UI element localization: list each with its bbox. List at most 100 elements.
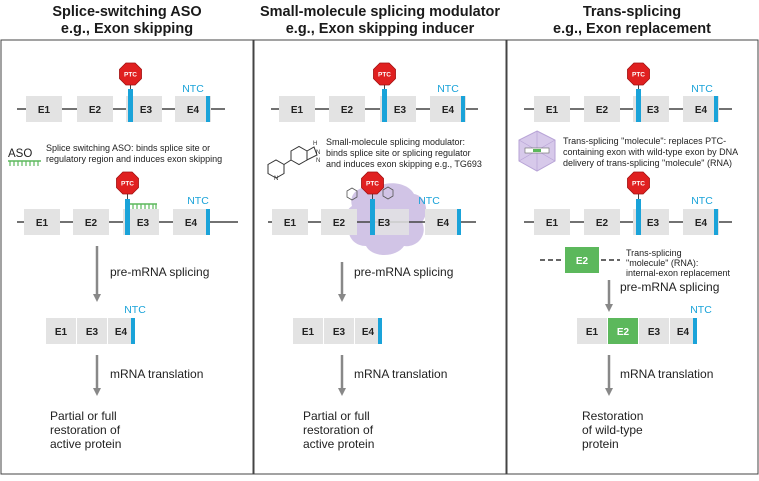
panel1-gene-top: E1 E2 E3 E4 PTC NTC	[17, 62, 225, 122]
exon-e3-label: E3	[647, 218, 660, 229]
svg-text:N: N	[274, 176, 278, 182]
small-molecule-structure-icon: N H N N	[267, 141, 320, 182]
exon-e1	[293, 318, 323, 344]
exon-e4-label: E4	[442, 105, 455, 116]
exon-e2-label: E2	[341, 105, 354, 116]
aso-label: ASO	[8, 148, 32, 160]
panel2-mrna: E1 E3 E4	[293, 318, 382, 344]
panel1-mrna: E1 E3 E4 NTC	[46, 304, 146, 344]
exon-e1	[24, 209, 60, 235]
exon-e1	[26, 96, 62, 122]
exon-e3-label: E3	[86, 327, 99, 338]
ntc-label: NTC	[418, 195, 440, 207]
svg-text:N: N	[316, 158, 320, 164]
exon-e2-label: E2	[85, 218, 98, 229]
svg-text:N: N	[316, 150, 320, 156]
trans-splicing-desc-line2: containing exon with wild-type exon by D…	[563, 147, 738, 157]
exon-e2	[584, 96, 620, 122]
ntc-label: NTC	[182, 83, 204, 95]
outcome-line1: Partial or full	[50, 409, 117, 423]
panel1-title: Splice-switching ASO	[52, 4, 201, 20]
exon-e4	[173, 209, 209, 235]
exon-e1-label: E1	[586, 327, 599, 338]
exon-e4-label: E4	[437, 218, 450, 229]
panel1-gene-bound: E1 E2 E3 E4 PTC NTC	[17, 171, 238, 235]
ptc-stop-sign	[116, 171, 139, 195]
exon-e3	[324, 318, 354, 344]
viral-vector-icon	[518, 130, 556, 172]
exon-e3-label: E3	[137, 218, 150, 229]
exon-e1-label: E1	[546, 218, 559, 229]
aso-desc-line2: regulatory region and induces exon skipp…	[46, 154, 222, 164]
ntc-label: NTC	[437, 83, 459, 95]
exon-e1-label: E1	[284, 218, 297, 229]
exon-e1-label: E1	[36, 218, 49, 229]
exon-e1-label: E1	[546, 105, 559, 116]
exon-e4	[670, 318, 696, 344]
modulator-desc-line2: binds splice site or splicing regulator	[326, 148, 471, 158]
trans-splicing-desc-line1: Trans-splicing "molecule": replaces PTC-	[563, 136, 726, 146]
exon-e3	[77, 318, 107, 344]
ntc-mark	[714, 96, 718, 122]
step-splicing-label: pre-mRNA splicing	[354, 265, 453, 279]
exon-e4-label: E4	[362, 327, 375, 338]
ntc-label: NTC	[690, 304, 712, 316]
ntc-label: NTC	[691, 195, 713, 207]
outcome-line2: restoration of	[303, 423, 374, 437]
exon-e2	[321, 209, 357, 235]
exon-e4	[425, 209, 461, 235]
outcome-line2: restoration of	[50, 423, 121, 437]
exon-e4	[430, 96, 466, 122]
exon-e3-label: E3	[333, 327, 346, 338]
step-translation-label: mRNA translation	[620, 367, 713, 381]
outcome-line1: Restoration	[582, 409, 643, 423]
exon-e2	[77, 96, 113, 122]
exon-e4	[108, 318, 134, 344]
exon-e4-label: E4	[677, 327, 690, 338]
ntc-mark	[457, 209, 461, 235]
ntc-mark	[693, 318, 697, 344]
ntc-mark	[206, 96, 210, 122]
ntc-mark	[206, 209, 210, 235]
step-splicing-label: pre-mRNA splicing	[620, 280, 719, 294]
svg-text:H: H	[313, 141, 317, 147]
ptc-stop-sign	[627, 62, 650, 86]
panel3-title: Trans-splicing	[583, 4, 681, 20]
trans-splicing-desc-line3: delivery of trans-splicing "molecule" (R…	[563, 158, 732, 168]
exon-e1-label: E1	[302, 327, 315, 338]
exon-e1-label: E1	[55, 327, 68, 338]
exon-e3-label: E3	[648, 327, 661, 338]
aso-desc-line1: Splice switching ASO: binds splice site …	[46, 143, 210, 153]
ntc-mark	[131, 318, 135, 344]
step-translation-label: mRNA translation	[354, 367, 447, 381]
exon-e4-label: E4	[185, 218, 198, 229]
exon-e4-label: E4	[695, 105, 708, 116]
ptc-mark	[370, 199, 375, 235]
ptc-stop-sign	[627, 171, 650, 195]
exon-e2-replaced	[608, 318, 638, 344]
panel2-title: Small-molecule splicing modulator	[260, 4, 500, 20]
exon-e2	[584, 209, 620, 235]
exon-e3-label: E3	[378, 218, 391, 229]
trans-splicing-molecule: E2	[540, 247, 620, 273]
exon-e1	[534, 209, 570, 235]
panel1: E1 E2 E3 E4 PTC NTC ASO Splice switching…	[8, 62, 238, 451]
ntc-mark	[714, 209, 718, 235]
repl-desc-line2: "molecule" (RNA):	[626, 258, 698, 268]
ntc-label: NTC	[187, 195, 209, 207]
ptc-mark	[382, 89, 387, 122]
ptc-stop-sign	[361, 171, 384, 195]
exon-e1	[534, 96, 570, 122]
panel1-frame	[0, 39, 254, 475]
ntc-mark	[378, 318, 382, 344]
panel3-gene-top: E1 E2 E3 E4 PTC NTC	[524, 62, 732, 122]
ptc-mark	[128, 89, 133, 122]
ptc-label: PTC	[124, 72, 137, 79]
panel3-subtitle: e.g., Exon replacement	[553, 21, 711, 37]
exon-e4-label: E4	[695, 218, 708, 229]
ptc-stop-sign	[119, 62, 142, 86]
ptc-label: PTC	[121, 181, 134, 188]
exon-e1	[279, 96, 315, 122]
